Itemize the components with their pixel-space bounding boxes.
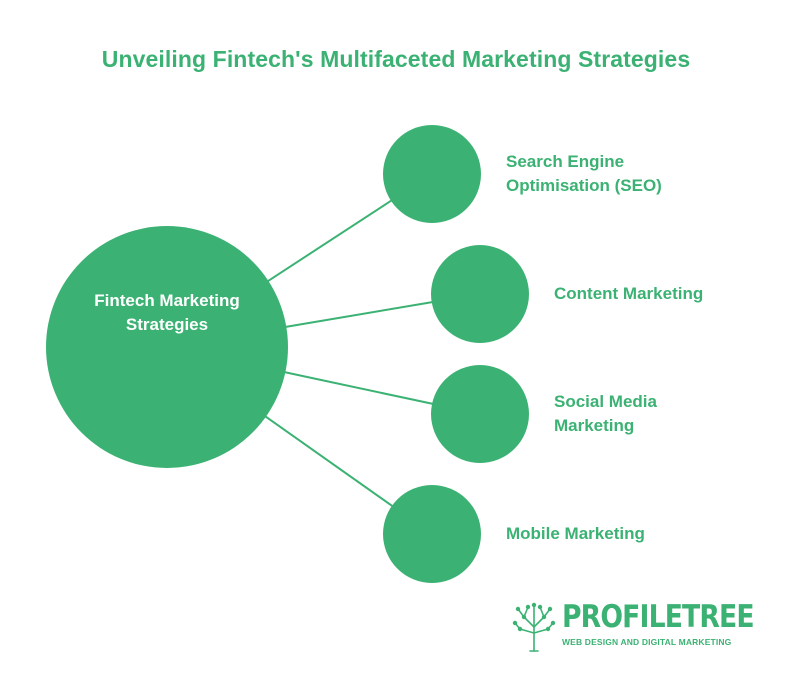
logo-word-part-2: TREE bbox=[682, 599, 755, 635]
branch-label-social-media-line-1: Social Media bbox=[554, 392, 657, 411]
branch-label-seo-line-1: Search Engine bbox=[506, 152, 625, 171]
tree-icon-node bbox=[550, 620, 556, 626]
connector-line-1 bbox=[266, 198, 394, 283]
logo-wordmark: PROFILETREE bbox=[562, 599, 755, 635]
connector-line-2 bbox=[284, 300, 434, 329]
tree-icon-node bbox=[521, 614, 527, 620]
branch-label-content-marketing: Content Marketing bbox=[554, 282, 703, 306]
tree-icon-branch bbox=[523, 616, 535, 628]
logo-word-part-1: PROFILE bbox=[562, 599, 683, 635]
branch-label-mobile-marketing: Mobile Marketing bbox=[506, 522, 645, 546]
tree-icon-node bbox=[525, 604, 531, 610]
diagram-title: Unveiling Fintech's Multifaceted Marketi… bbox=[101, 46, 691, 72]
node-social-media-marketing bbox=[431, 365, 529, 463]
tree-icon-node bbox=[537, 604, 543, 610]
tree-icon-branch bbox=[519, 628, 535, 634]
branch-label-seo: Search Engine Optimisation (SEO) bbox=[506, 150, 662, 198]
center-node-label: Fintech Marketing Strategies bbox=[57, 289, 277, 337]
tree-icon-node bbox=[512, 620, 518, 626]
node-mobile-marketing bbox=[383, 485, 481, 583]
connector-line-4 bbox=[263, 414, 395, 508]
logo-tagline: WEB DESIGN AND DIGITAL MARKETING bbox=[562, 637, 732, 647]
tree-icon-node bbox=[531, 602, 537, 608]
branch-label-social-media-line-2: Marketing bbox=[554, 416, 635, 435]
branch-label-social-media-marketing: Social Media Marketing bbox=[554, 390, 657, 438]
tree-icon-node bbox=[547, 606, 553, 612]
connector-line-3 bbox=[283, 370, 435, 406]
tree-icon-node bbox=[515, 606, 521, 612]
tree-icon-node bbox=[545, 626, 551, 632]
tree-icon-branch bbox=[533, 628, 549, 634]
tree-icon-branch bbox=[533, 616, 545, 628]
branch-label-content-marketing-line-1: Content Marketing bbox=[554, 284, 704, 303]
center-node bbox=[46, 226, 288, 468]
center-node-label-line-1: Fintech Marketing bbox=[94, 291, 240, 310]
tree-icon-node bbox=[517, 626, 523, 632]
profiletree-logo: PROFILETREE WEB DESIGN AND DIGITAL MARKE… bbox=[512, 599, 755, 655]
node-seo bbox=[383, 125, 481, 223]
node-content-marketing bbox=[431, 245, 529, 343]
tree-icon-node bbox=[541, 614, 547, 620]
tree-icon bbox=[512, 602, 556, 652]
branch-label-mobile-marketing-line-1: Mobile Marketing bbox=[506, 524, 645, 543]
branch-label-seo-line-2: Optimisation (SEO) bbox=[506, 176, 662, 195]
center-node-label-line-2: Strategies bbox=[125, 315, 209, 334]
